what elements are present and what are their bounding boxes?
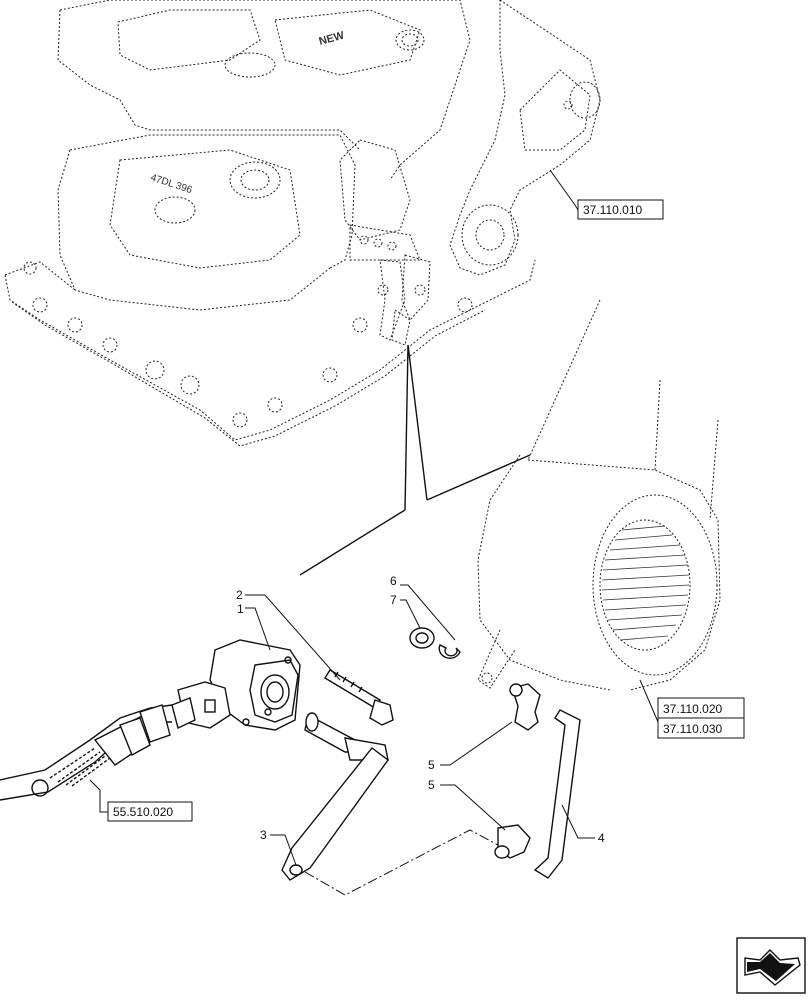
spline-hatching: [601, 525, 690, 641]
reference-arm[interactable]: 37.110.010: [577, 199, 664, 220]
reference-lift-b-label: 37.110.030: [663, 722, 722, 736]
callout-2: 2: [236, 588, 243, 602]
callout-5-lower: 5: [428, 778, 435, 792]
lift-housing-ghost: NEW 47DL 396: [4, 0, 601, 447]
reference-lift-group[interactable]: 37.110.020 37.110.030: [657, 697, 745, 739]
callout-numbers: 1 2 3 4 5 5 6 7: [236, 574, 605, 845]
callout-7: 7: [390, 593, 397, 607]
next-page-arrow-icon[interactable]: [736, 937, 806, 994]
callout-6: 6: [390, 574, 397, 588]
callout-3: 3: [260, 828, 267, 842]
svg-text:47DL 396: 47DL 396: [149, 172, 194, 196]
reference-lift-a-label: 37.110.020: [663, 702, 722, 716]
location-pointer: [299, 344, 531, 576]
bolt: [324, 669, 394, 726]
lever: [281, 712, 389, 881]
wire-harness: [0, 704, 173, 801]
callout-1: 1: [237, 602, 244, 616]
circlip: [438, 644, 461, 659]
ball-joint-lower: [494, 824, 531, 859]
svg-text:NEW: NEW: [318, 30, 346, 48]
ball-joint-upper: [509, 683, 541, 731]
washer: [409, 627, 435, 649]
link-rod: [533, 709, 581, 879]
reference-harness-label: 55.510.020: [113, 805, 173, 819]
reference-arm-label: 37.110.010: [583, 203, 642, 217]
callout-5-upper: 5: [428, 758, 435, 772]
lift-arm-ghost: [477, 299, 721, 691]
reference-harness[interactable]: 55.510.020: [107, 801, 193, 822]
leader-lines: [89, 169, 659, 896]
position-sensor: [171, 639, 301, 731]
callout-4: 4: [598, 831, 605, 845]
